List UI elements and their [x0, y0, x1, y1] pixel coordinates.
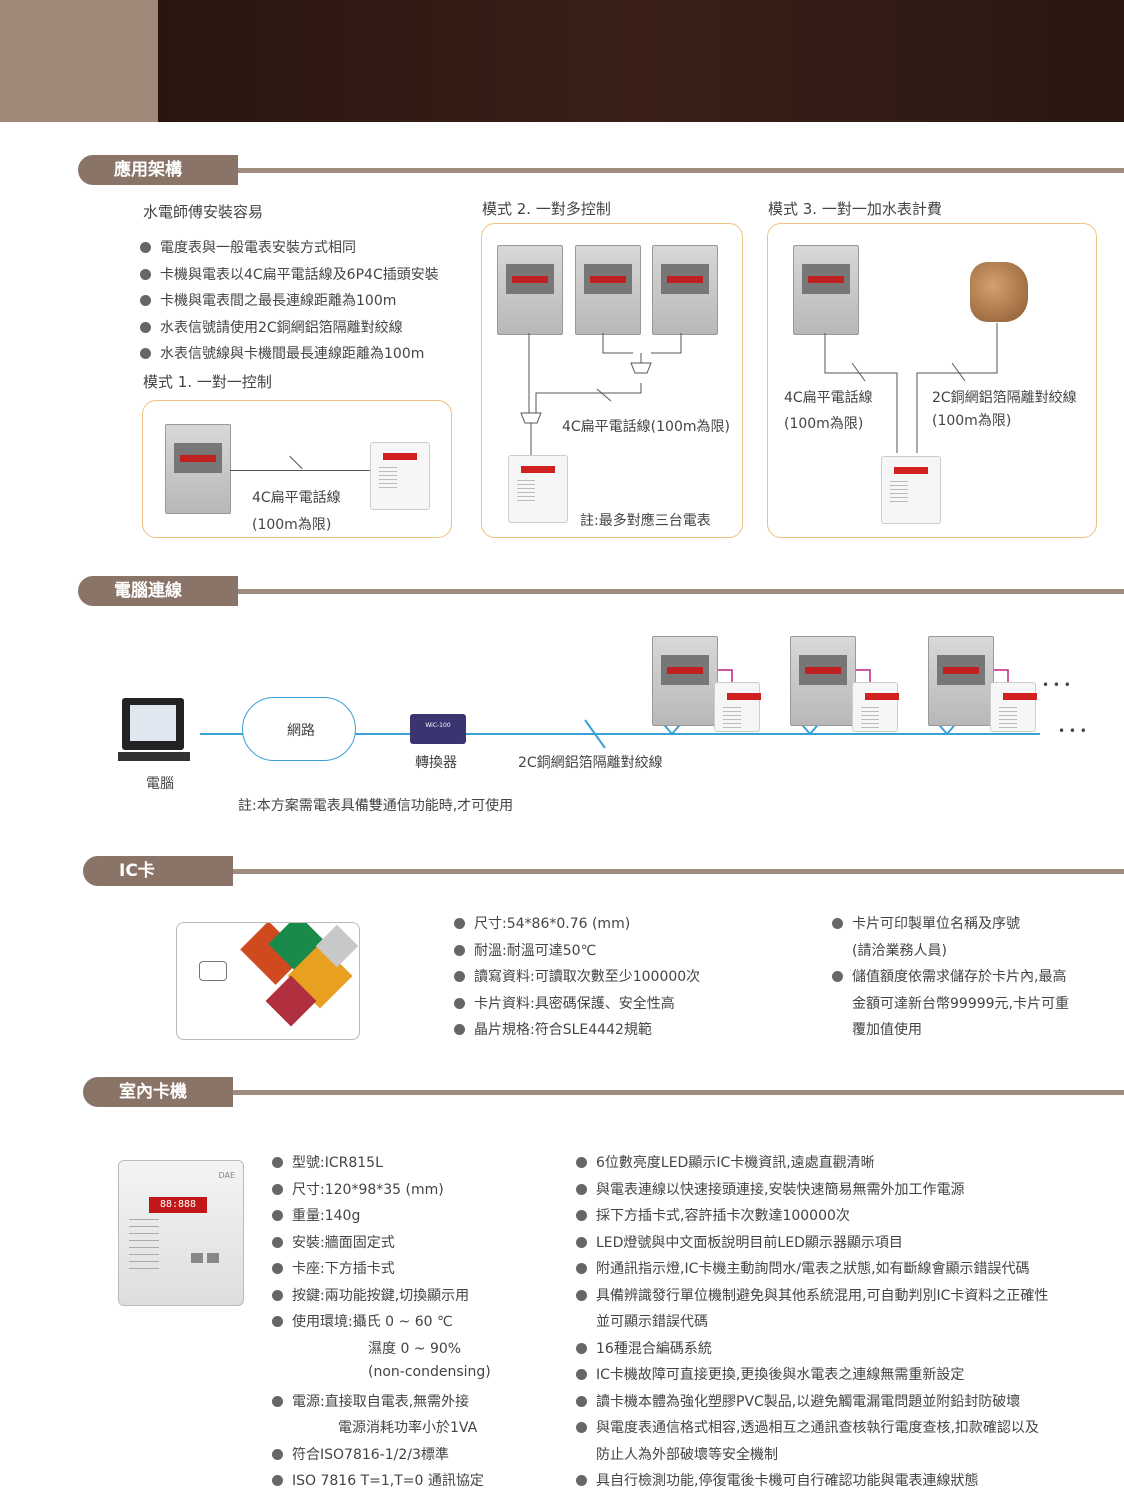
section-title-indoor-reader: 室內卡機: [83, 1077, 233, 1107]
section-divider: [220, 589, 1124, 594]
reader-spec: 使用環境:攝氏 0 ~ 60 ℃: [272, 1311, 453, 1331]
card-reader: [881, 456, 941, 524]
reader-feature: 具自行檢測功能,停復電後卡機可自行確認功能與電表連線狀態: [575, 1470, 978, 1490]
mode3-limit1: (100m為限): [784, 416, 864, 432]
energy-meter: [652, 636, 718, 726]
card-spec: 晶片規格:符合SLE4442規範: [454, 1019, 652, 1039]
mode2-note: 註:最多對應三台電表: [580, 513, 711, 529]
mode3-box: [767, 223, 1097, 538]
reader-feature-cont: 防止人為外部破壞等安全機制: [596, 1447, 778, 1463]
mode3-title: 模式 3. 一對一加水表計費: [768, 200, 942, 218]
card-spec: 耐溫:耐溫可達50℃: [453, 940, 596, 960]
section-divider: [220, 168, 1124, 173]
section-title-pc-connection: 電腦連線: [78, 576, 238, 606]
section-title-architecture: 應用架構: [78, 155, 238, 185]
computer-label: 電腦: [146, 776, 174, 792]
section-title-ic-card: IC卡: [83, 856, 233, 886]
energy-meter: [652, 245, 718, 335]
card-note: 卡片可印製單位名稱及序號: [832, 913, 1020, 933]
reader-spec: 按鍵:兩功能按鍵,切換顯示用: [271, 1285, 469, 1305]
reader-spec: 安裝:牆面固定式: [272, 1232, 395, 1252]
mode3-cable2: 2C銅網鋁箔隔離對絞線: [932, 390, 1077, 406]
reader-spec-cont: 濕度 0 ~ 90%: [368, 1341, 462, 1357]
converter-label: 轉換器: [415, 755, 457, 771]
reader-spec-cont: (non-condensing): [368, 1364, 491, 1380]
reader-spec: ISO 7816 T=1,T=0 通訊協定: [272, 1470, 484, 1490]
reader-feature: 附通訊指示燈,IC卡機主動詢問水/電表之狀態,如有斷線會顯示錯誤代碼: [576, 1258, 1030, 1278]
computer-keyboard: [118, 752, 190, 761]
reader-spec: 重量:140g: [271, 1205, 360, 1225]
card-note-cont: 金額可達新台幣99999元,卡片可重: [852, 996, 1069, 1012]
mode2-title: 模式 2. 一對多控制: [482, 200, 611, 218]
header-band-right: [158, 0, 1124, 122]
card-note-cont: (請洽業務人員): [852, 943, 947, 959]
mode3-wiring: [824, 323, 998, 453]
install-point: 水表信號請使用2C銅網鋁箔隔離對絞線: [140, 317, 403, 337]
section-divider: [220, 1090, 1124, 1095]
computer-monitor: [122, 698, 184, 750]
card-reader: [370, 442, 430, 510]
reader-spec: 型號:ICR815L: [272, 1152, 383, 1172]
reader-spec: 卡座:下方插卡式: [272, 1258, 395, 1278]
ellipsis: • • •: [1058, 724, 1087, 738]
mode1-title: 模式 1. 一對一控制: [143, 373, 272, 391]
card-reader: [508, 455, 568, 523]
card-note: 儲值額度依需求儲存於卡片內,最高: [831, 966, 1066, 986]
card-spec: 卡片資料:具密碼保護、安全性高: [454, 993, 675, 1013]
converter-device: WiC-100: [410, 714, 466, 744]
reader-spec: 電源:直接取自電表,無需外接: [271, 1391, 469, 1411]
mode2-box: [481, 223, 743, 538]
reader-feature: LED燈號與中文面板說明目前LED顯示器顯示項目: [576, 1232, 903, 1252]
energy-meter: [793, 245, 859, 335]
mode1-limit: (100m為限): [252, 517, 332, 533]
ic-card-image: [176, 922, 360, 1040]
mode1-box: [142, 400, 452, 538]
energy-meter: [165, 424, 231, 514]
reader-spec: 尺寸:120*98*35 (mm): [272, 1179, 444, 1199]
card-spec: 讀寫資料:可讀取次數至少100000次: [453, 966, 700, 986]
reader-spec: 符合ISO7816-1/2/3標準: [272, 1444, 449, 1464]
reader-feature: 與電表連線以快速接頭連接,安裝快速簡易無需外加工作電源: [575, 1179, 964, 1199]
reader-feature: 讀卡機本體為強化塑膠PVC製品,以避免觸電漏電問題並附鉛封防破壞: [575, 1391, 1020, 1411]
network-cloud: [242, 697, 356, 761]
card-reader: [714, 682, 761, 732]
cable-label: 2C銅網鋁箔隔離對絞線: [518, 755, 663, 771]
section-divider: [220, 869, 1124, 874]
mode2-cable: 4C扁平電話線(100m為限): [562, 419, 730, 435]
card-note-cont: 覆加值使用: [852, 1022, 922, 1038]
energy-meter: [497, 245, 563, 335]
header-band-left: [0, 0, 158, 122]
reader-spec-cont: 電源消耗功率小於1VA: [338, 1420, 478, 1436]
mode2-wiring: [520, 333, 682, 455]
card-reader: [990, 682, 1037, 732]
ellipsis: • • •: [1042, 678, 1071, 692]
reader-feature: 與電度表通信格式相容,透過相互之通訊查核執行電度查核,扣款確認以及: [576, 1417, 1039, 1437]
install-point: 卡機與電表間之最長連線距離為100m: [139, 290, 396, 310]
install-heading: 水電師傅安裝容易: [143, 203, 264, 221]
mode1-cable: 4C扁平電話線: [252, 490, 341, 506]
card-reader: [852, 682, 899, 732]
reader-feature: 16種混合編碼系統: [576, 1338, 712, 1358]
mode3-cable1: 4C扁平電話線: [784, 390, 873, 406]
energy-meter: [928, 636, 994, 726]
reader-feature: IC卡機故障可直接更換,更換後與水電表之連線無需重新設定: [575, 1364, 964, 1384]
install-point: 電度表與一般電表安裝方式相同: [140, 237, 356, 257]
water-meter: [970, 262, 1028, 322]
install-point: 水表信號線與卡機間最長連線距離為100m: [139, 343, 424, 363]
install-point: 卡機與電表以4C扁平電話線及6P4C插頭安裝: [140, 264, 439, 284]
network-label: 網路: [287, 723, 315, 739]
energy-meter: [575, 245, 641, 335]
mode3-limit2: (100m為限): [932, 413, 1012, 429]
reader-feature: 具備辨識發行單位機制避免與其他系統混用,可自動判別IC卡資料之正確性: [575, 1285, 1048, 1305]
energy-meter: [790, 636, 856, 726]
cable-line: [230, 470, 370, 471]
pc-note: 註:本方案需電表具備雙通信功能時,才可使用: [238, 798, 514, 814]
reader-feature: 採下方插卡式,容許插卡次數達100000次: [576, 1205, 850, 1225]
reader-feature-cont: 並可顯示錯誤代碼: [596, 1314, 708, 1330]
card-spec: 尺寸:54*86*0.76 (mm): [453, 913, 630, 933]
indoor-card-reader: DAE 88:888: [118, 1160, 244, 1306]
reader-feature: 6位數亮度LED顯示IC卡機資訊,遠處直觀清晰: [576, 1152, 875, 1172]
